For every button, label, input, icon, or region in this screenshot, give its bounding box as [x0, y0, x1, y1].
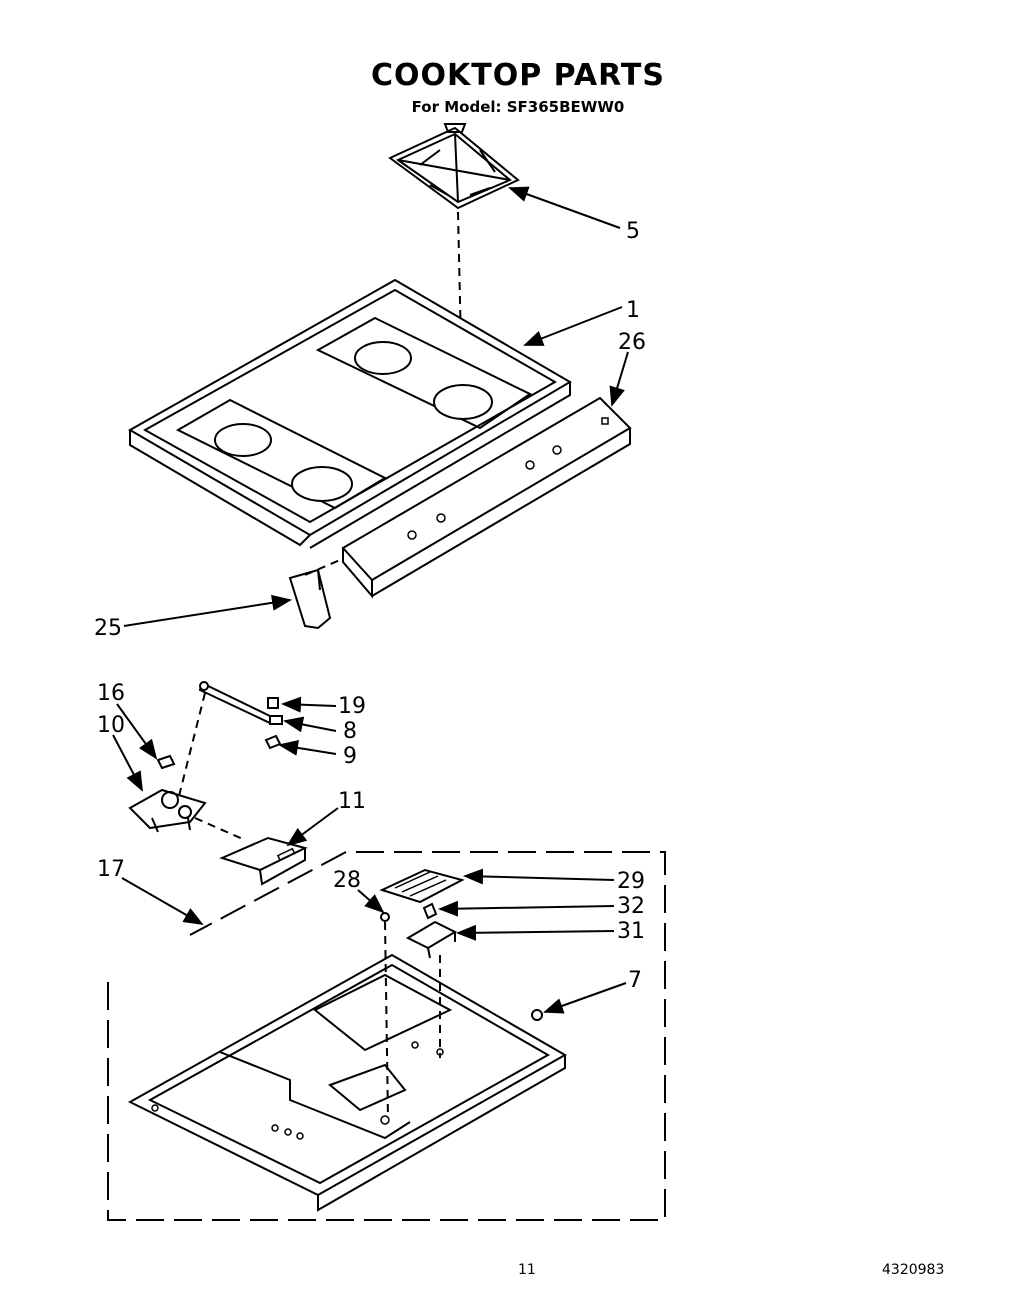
model-subtitle: For Model: SF365BEWW0: [411, 98, 625, 116]
end-cap-guide-line: [304, 559, 341, 576]
page-title: COOKTOP PARTS: [371, 58, 665, 93]
leader-lines: [112, 186, 629, 1014]
grate-guide-line: [457, 211, 463, 391]
burner-box-boundary: [107, 851, 666, 1221]
cooktop-main: [127, 278, 572, 549]
nut-part-7: [531, 1009, 543, 1021]
bracket-guide-line: [194, 817, 246, 841]
callout-28: 28: [333, 868, 361, 893]
callout-8: 8: [343, 719, 357, 744]
callout-10: 10: [97, 713, 125, 738]
pin-guide-line: [384, 921, 389, 1119]
burner-tube-assembly: [198, 681, 283, 750]
callout-32: 32: [617, 894, 645, 919]
clip-part-32: [422, 902, 438, 920]
callout-7: 7: [628, 968, 642, 993]
burner-cover-plate: [379, 868, 465, 904]
manifold-panel: [341, 396, 632, 599]
callout-9: 9: [343, 744, 357, 769]
callout-31: 31: [617, 919, 645, 944]
callout-29: 29: [617, 869, 645, 894]
page-number: 11: [518, 1262, 536, 1278]
pin-part-28: [380, 912, 390, 922]
callout-17: 17: [97, 857, 125, 882]
valve-guide-line: [177, 692, 206, 801]
valve-bracket: [219, 836, 308, 886]
callout-5: 5: [626, 219, 640, 244]
burner-bracket-31: [405, 920, 458, 959]
callout-19: 19: [338, 694, 366, 719]
callout-25: 25: [94, 616, 122, 641]
burner-box: [127, 953, 568, 1212]
document-number: 4320983: [882, 1262, 945, 1278]
callout-16: 16: [97, 681, 125, 706]
callout-26: 26: [618, 330, 646, 355]
valve-regulator: [128, 754, 207, 833]
callout-1: 1: [626, 298, 640, 323]
burner-grate: [388, 123, 520, 210]
end-cap: [288, 568, 332, 630]
callout-11: 11: [338, 789, 366, 814]
